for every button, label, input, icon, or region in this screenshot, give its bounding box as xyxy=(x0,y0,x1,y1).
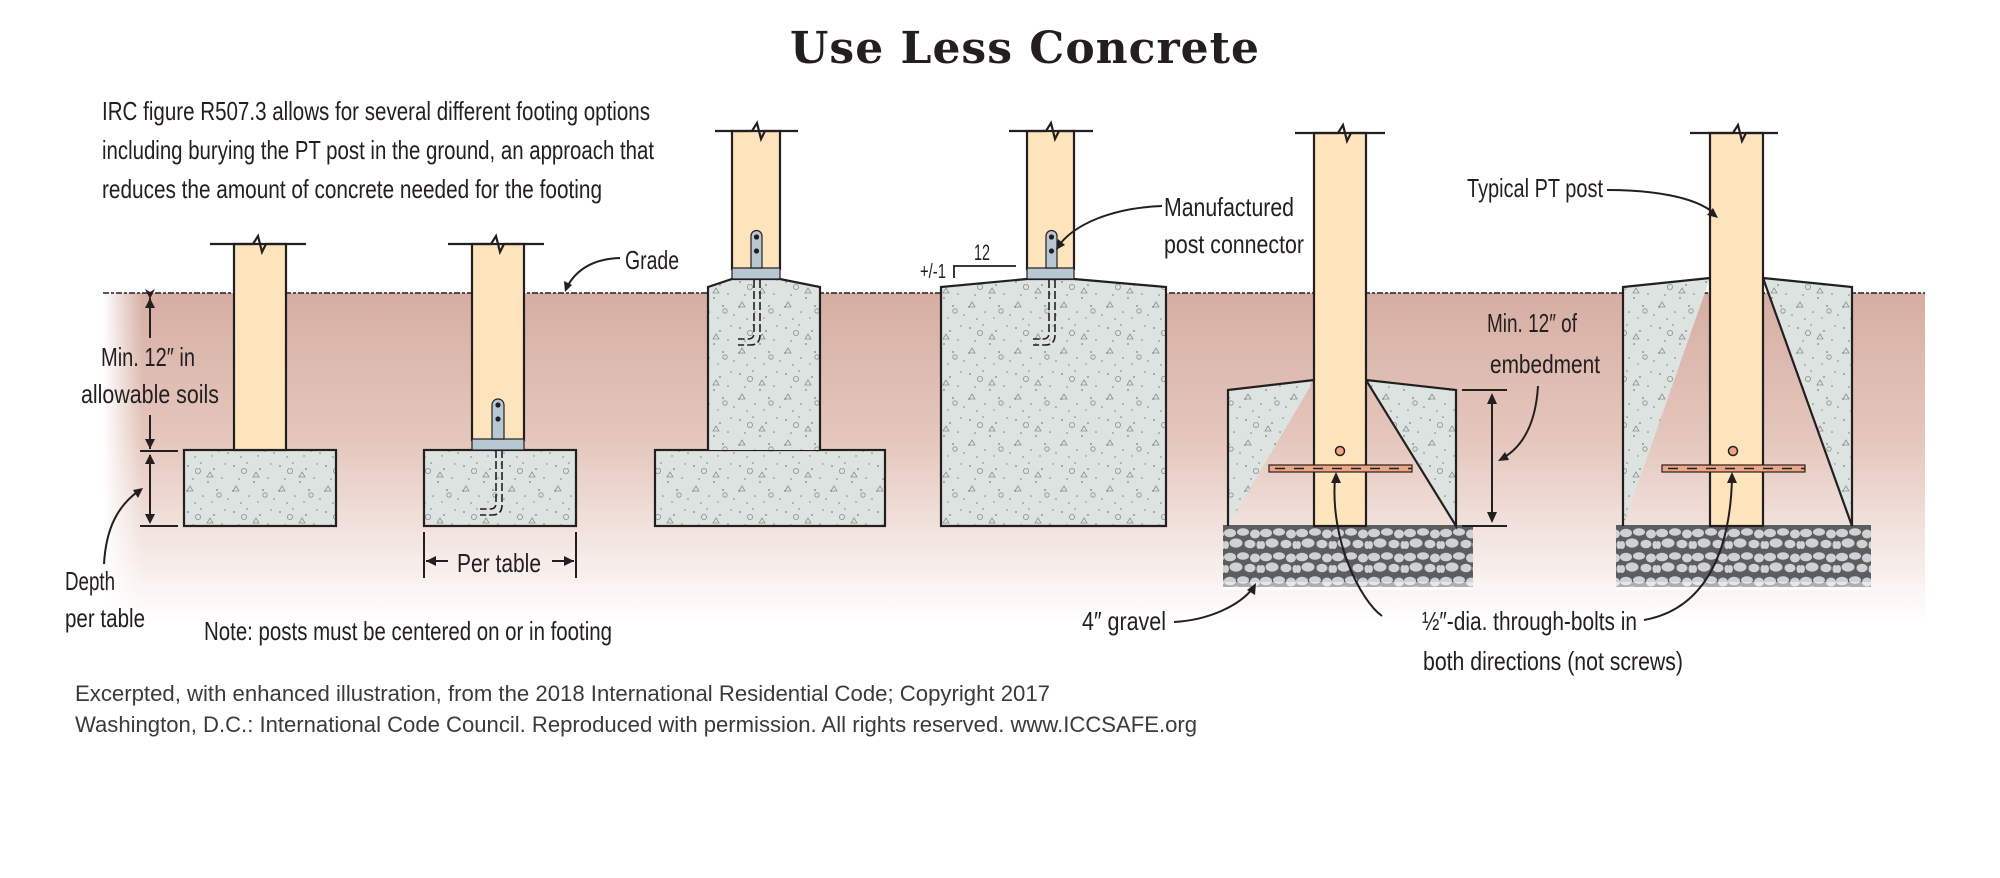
grade-callout: Grade xyxy=(564,245,679,292)
footing-4: 12 +/-1 xyxy=(920,120,1168,528)
post-connector xyxy=(471,398,525,516)
pt-post xyxy=(232,242,288,452)
concrete-pad xyxy=(182,448,338,528)
note-label: Note: posts must be centered on or in fo… xyxy=(204,616,612,646)
post-connector xyxy=(731,229,781,346)
pt-post xyxy=(1312,131,1368,528)
footing-1 xyxy=(182,233,338,528)
gravel-callout: 4″ gravel xyxy=(1082,583,1256,636)
break-line-icon xyxy=(1690,122,1778,145)
depth-label: Depth xyxy=(65,566,115,596)
slope-rise-label: +/-1 xyxy=(920,261,946,283)
gravel-base xyxy=(1616,525,1871,587)
grade-label: Grade xyxy=(625,245,679,275)
through-bolts xyxy=(1268,445,1413,473)
intro-line: reduces the amount of concrete needed fo… xyxy=(102,174,602,204)
break-line-icon xyxy=(1009,120,1093,143)
gravel-label: 4″ gravel xyxy=(1082,606,1166,636)
credit-line: Washington, D.C.: International Code Cou… xyxy=(75,712,1197,737)
depth-label: per table xyxy=(65,603,145,633)
embed-label: Min. 12″ of xyxy=(1487,308,1578,338)
connector-label: post connector xyxy=(1164,229,1304,259)
connector-callout: Manufactured post connector xyxy=(1056,192,1304,259)
bolts-label: both directions (not screws) xyxy=(1423,646,1683,676)
intro-line: including burying the PT post in the gro… xyxy=(102,135,655,165)
footing-2 xyxy=(422,233,578,528)
footing-6 xyxy=(1616,122,1871,590)
concrete-pad xyxy=(422,448,578,528)
bolts-label: ½″-dia. through-bolts in xyxy=(1422,606,1637,636)
footing-1-dimensions: Min. 12″ in allowable soils Depth per ta… xyxy=(65,289,219,633)
post-connector xyxy=(1026,229,1075,346)
gravel-base xyxy=(1223,525,1473,587)
break-line-icon xyxy=(1295,122,1385,145)
pt-post xyxy=(1708,131,1765,528)
through-bolts xyxy=(1661,445,1806,473)
page-title: Use Less Concrete xyxy=(790,23,1260,74)
per-table-label: Per table xyxy=(457,548,541,578)
typical-post-label: Typical PT post xyxy=(1467,173,1604,203)
slope-indicator: 12 +/-1 xyxy=(920,240,1016,283)
footing-5 xyxy=(1223,122,1473,590)
intro-line: IRC figure R507.3 allows for several dif… xyxy=(102,96,650,126)
connector-label: Manufactured xyxy=(1164,192,1294,222)
concrete-pier xyxy=(1621,276,1854,527)
embed-label: embedment xyxy=(1490,349,1601,379)
break-line-icon xyxy=(210,233,306,256)
per-table-dimension: Per table xyxy=(423,532,577,578)
concrete-pier xyxy=(706,277,822,450)
credit-text: Excerpted, with enhanced illustration, f… xyxy=(75,681,1197,737)
intro-text: IRC figure R507.3 allows for several dif… xyxy=(102,96,655,204)
embedment-dimension: Min. 12″ of embedment xyxy=(1462,308,1601,527)
min-soil-label: allowable soils xyxy=(81,379,219,409)
concrete-collar xyxy=(1226,378,1458,530)
footing-3 xyxy=(653,120,887,528)
concrete-pier xyxy=(939,277,1168,528)
slope-run-label: 12 xyxy=(974,240,990,265)
spread-footing xyxy=(653,448,887,528)
min-soil-label: Min. 12″ in xyxy=(101,342,195,372)
credit-line: Excerpted, with enhanced illustration, f… xyxy=(75,681,1050,706)
break-line-icon xyxy=(715,120,798,143)
bolts-callout: ½″-dia. through-bolts in both directions… xyxy=(1331,472,1737,676)
break-line-icon xyxy=(448,233,544,256)
typical-post-callout: Typical PT post xyxy=(1467,173,1718,218)
